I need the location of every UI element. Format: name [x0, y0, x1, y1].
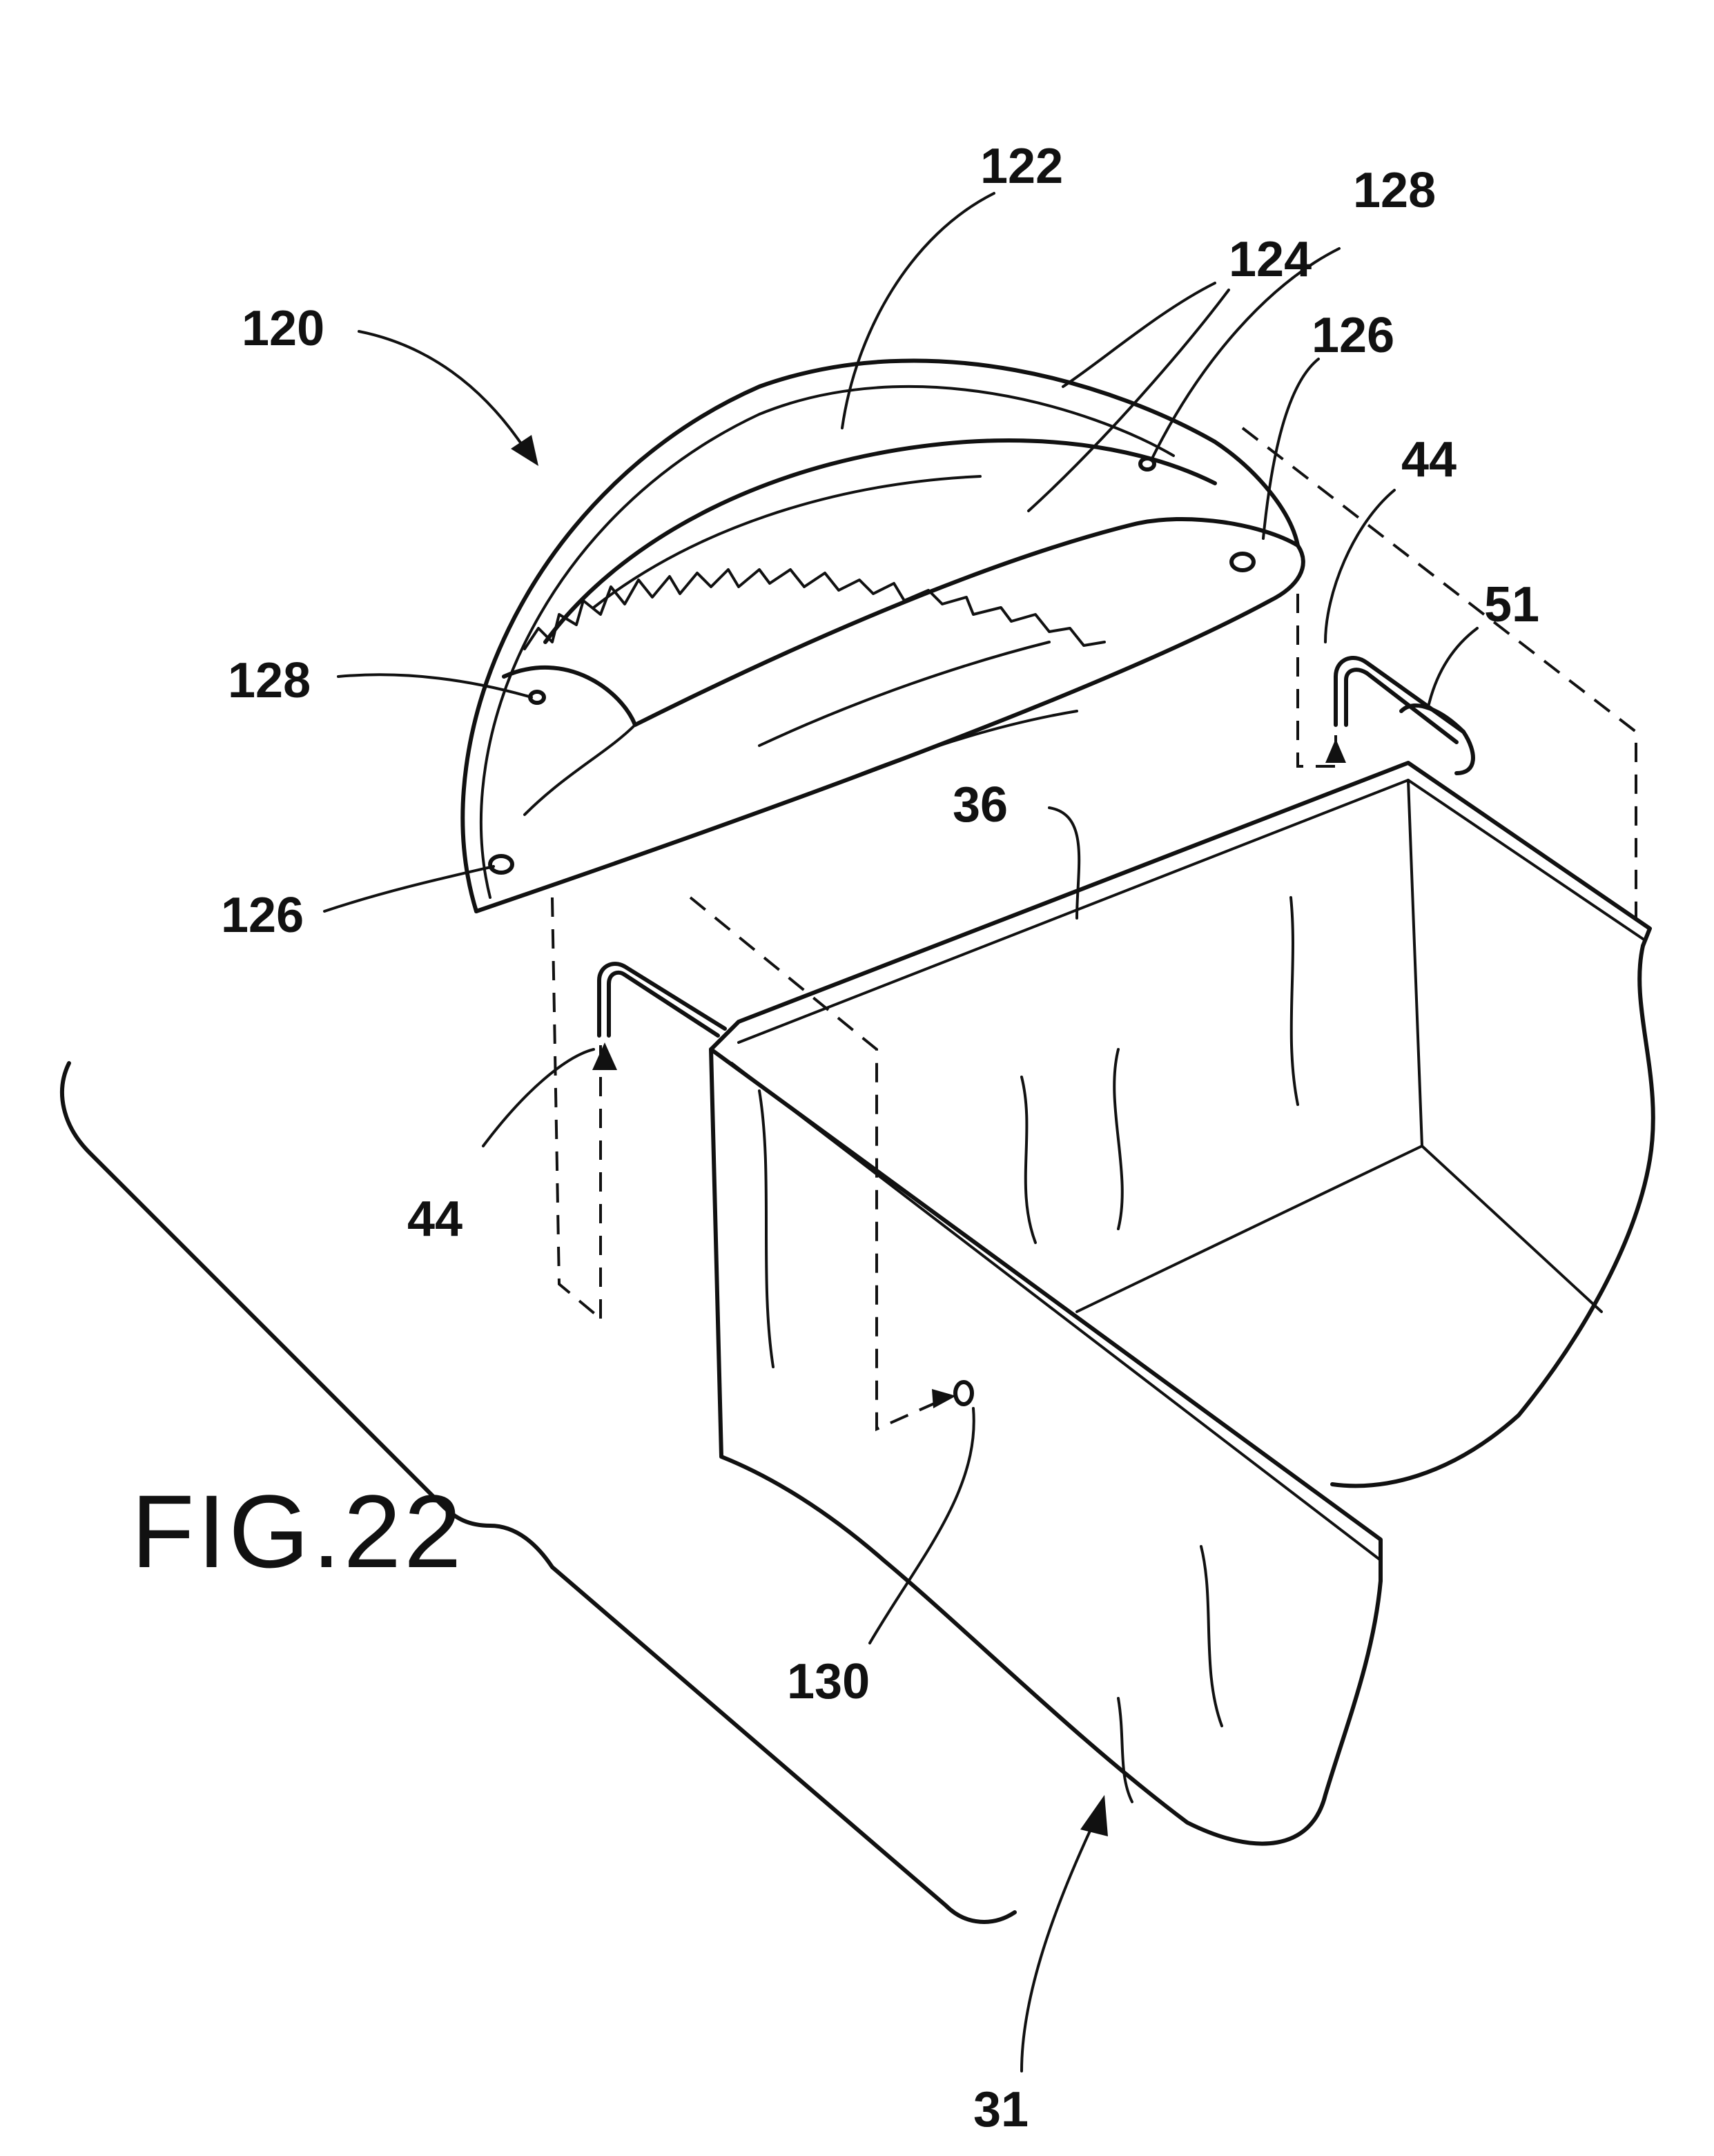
crease-4 [759, 1091, 773, 1367]
hole-126-right [1231, 554, 1254, 570]
crease-1 [1022, 1077, 1035, 1243]
cover-dome-outer [462, 360, 1298, 911]
dash-left-down [552, 897, 601, 1319]
crease-2 [1114, 1049, 1122, 1229]
arrow-120 [511, 435, 538, 466]
label-128-left: 128 [228, 653, 311, 708]
label-124: 124 [1229, 232, 1312, 287]
leader-51 [1429, 628, 1477, 704]
leader-44-left [483, 1049, 594, 1146]
hole-126-left [490, 856, 512, 873]
label-126-left: 126 [221, 888, 304, 943]
label-44-right: 44 [1401, 432, 1457, 487]
rim-front-inner [732, 1063, 1381, 1560]
leader-44-right [1325, 490, 1394, 642]
label-36: 36 [953, 777, 1008, 833]
dash-right-post [1298, 594, 1336, 766]
crease-3 [1291, 897, 1298, 1105]
hole-130 [955, 1382, 972, 1404]
bag-front-panel [711, 1049, 1381, 1844]
crease-5 [1201, 1546, 1222, 1726]
bag-floor-edge [1422, 1146, 1601, 1312]
arrow-31 [1080, 1795, 1108, 1836]
cover-assembly [462, 360, 1303, 911]
label-122: 122 [980, 139, 1063, 194]
arrow-130 [932, 1389, 956, 1408]
rim-left-front-inner [739, 780, 1643, 1042]
label-120: 120 [242, 301, 324, 356]
post-right-inner [1346, 670, 1457, 742]
leader-31 [1022, 1829, 1091, 2071]
leader-126-left [324, 866, 494, 911]
label-44-left: 44 [407, 1192, 462, 1247]
rim-left-front [711, 763, 1650, 1049]
figure-caption: FIG.22 [131, 1473, 465, 1589]
bag-back-wall [1077, 780, 1422, 1312]
cover-flap-fold [525, 725, 635, 815]
bag-assembly [599, 658, 1653, 1844]
label-128-right: 128 [1353, 163, 1436, 218]
bag-right-side [1332, 946, 1653, 1486]
label-126-right: 126 [1312, 308, 1394, 363]
post-left-inner [609, 973, 718, 1036]
leader-120 [359, 331, 525, 449]
arrow-44-left [592, 1042, 617, 1070]
cover-serrated-edge [525, 570, 1104, 649]
arrow-44-right [1325, 739, 1346, 763]
label-51: 51 [1484, 577, 1539, 632]
leader-122 [842, 193, 994, 428]
rim-front [711, 1049, 1381, 1581]
crease-6 [1118, 1698, 1132, 1802]
cover-flap-crease-2 [828, 711, 1077, 787]
leader-130 [870, 1408, 974, 1643]
label-31: 31 [973, 2082, 1029, 2137]
cover-flap-crease-1 [759, 642, 1049, 746]
label-130: 130 [787, 1654, 870, 1709]
